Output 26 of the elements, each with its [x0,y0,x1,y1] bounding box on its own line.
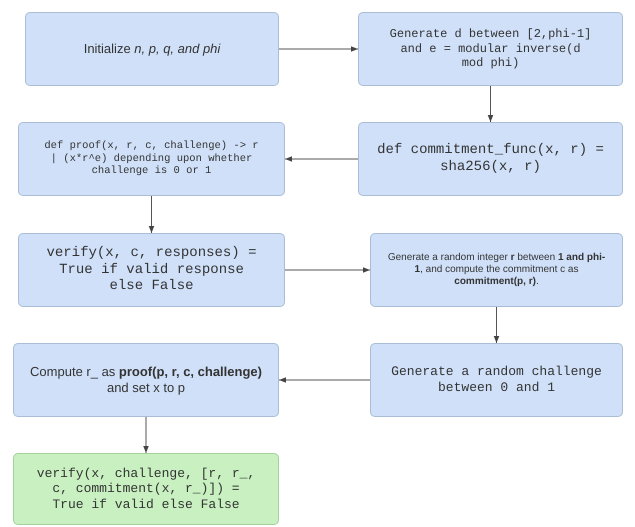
box-text: verify(x, c, responses) = True if valid response else False [45,244,258,296]
process-box [18,122,285,196]
arrow [143,416,149,454]
process-box [358,12,623,86]
box-text: Compute r_ as proof(p, r, c, challenge) and set x to p [29,364,263,396]
result-box [13,453,279,525]
process-box [18,233,285,307]
arrow [488,86,494,122]
process-box [370,233,623,307]
process-box [13,343,279,417]
arrow [278,46,358,52]
arrow [148,196,154,234]
box-text: Initialize n, p, q, and phi [84,41,220,57]
process-box [358,122,623,196]
arrow [284,156,358,162]
box-text: def commitment_func(x, r) = sha256(x, r) [376,142,605,176]
process-box [25,12,279,86]
box-text: Generate a random challenge between 0 and 1 [390,364,603,396]
box-text: Generate a random integer r between 1 and phi-1, and compute the commitment c as commitment(p, r). [386,252,606,288]
process-box [370,343,623,417]
box-text: verify(x, challenge, [r, r_, c, commitment(x, r_)]) = True if valid else False [36,466,256,512]
box-text: Generate d between [2,phi-1] and e = modular inverse(d mod phi) [389,27,592,71]
arrow [278,377,370,383]
arrow [284,267,370,273]
arrow [494,306,500,344]
box-text: def proof(x, r, c, challenge) -> r | (x*r^e) depending upon whether challenge is 0 or 1 [44,140,259,178]
